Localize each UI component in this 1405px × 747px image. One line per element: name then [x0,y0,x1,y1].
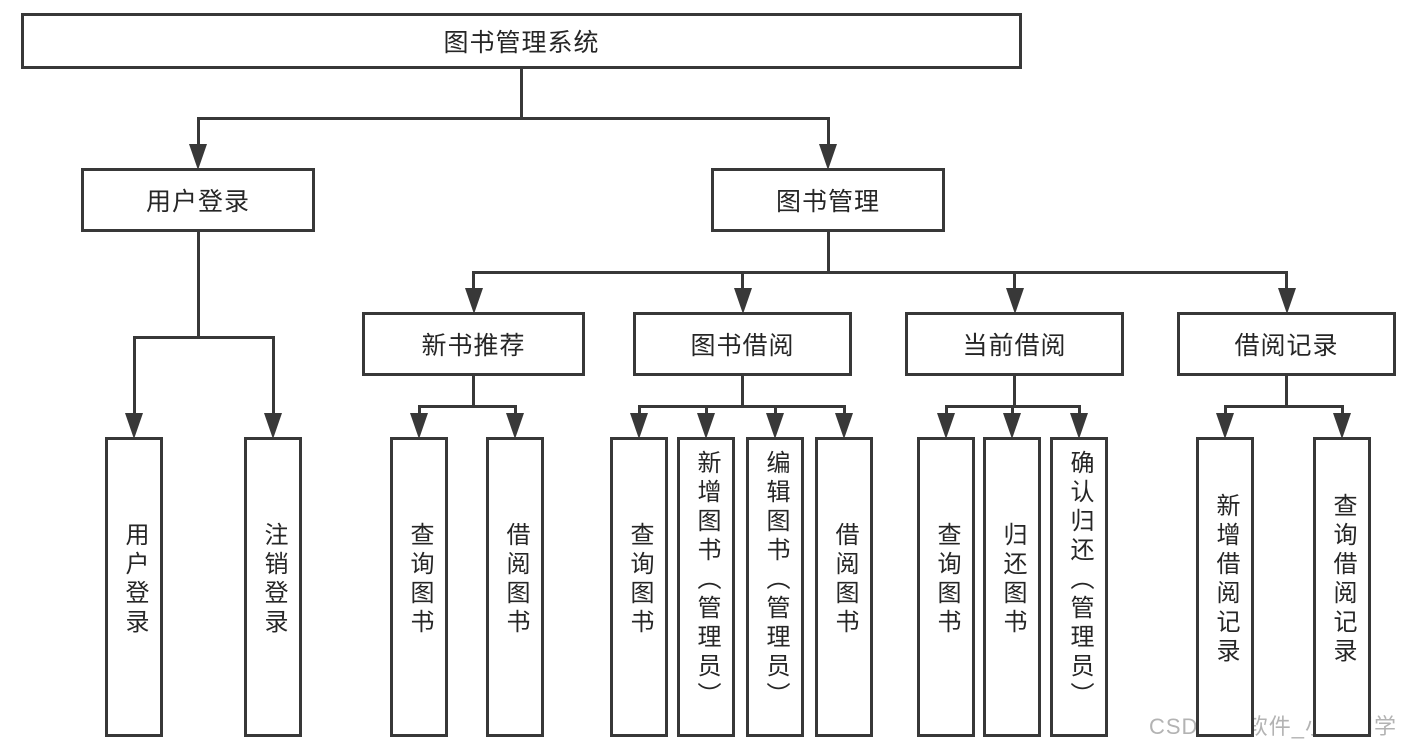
connector-line [132,336,136,417]
node-new-book-rec: 新书推荐 [362,312,585,376]
connector-line [826,231,830,273]
node-label: 图书管理系统 [443,29,600,57]
node-label: 用户登录 [145,188,250,216]
node-label: 借阅图书 [831,522,858,638]
connector-line [1223,404,1344,408]
connector-line [637,405,641,417]
node-label: 借阅记录 [1234,332,1339,360]
connector-arrowhead [766,413,784,439]
connector-line [1013,375,1016,407]
connector-line [271,336,275,417]
node-bb-edit: 编辑图书（管理员） [746,437,804,737]
node-ul-logout: 注销登录 [244,437,302,737]
connector-arrowhead [125,413,143,439]
node-cb-confirm: 确认归还（管理员） [1050,437,1108,737]
node-label: 查询图书 [626,522,653,638]
connector-line [513,405,517,417]
connector-line [1223,405,1227,417]
node-book-borrow: 图书借阅 [633,312,852,376]
connector-line [417,404,517,408]
node-label: 查询图书 [933,522,960,638]
node-label: 借阅图书 [502,522,529,638]
connector-line [472,271,475,292]
connector-arrowhead [630,413,648,439]
connector-line [1340,405,1344,417]
connector-arrowhead [819,144,837,170]
connector-line [472,270,1288,274]
connector-arrowhead [1277,288,1296,314]
connector-line [826,117,830,148]
node-br-add: 新增借阅记录 [1196,437,1254,737]
connector-line [132,335,275,339]
node-label: 新增借阅记录 [1212,493,1239,667]
connector-line [472,375,475,407]
connector-line [1077,405,1081,417]
node-nb-borrow: 借阅图书 [486,437,544,737]
connector-arrowhead [1070,413,1088,439]
connector-arrowhead [189,144,207,170]
connector-arrowhead [1216,413,1234,439]
node-label: 当前借阅 [962,332,1067,360]
node-label: 确认归还（管理员） [1066,449,1093,711]
node-bb-add: 新增图书（管理员） [677,437,735,737]
node-nb-query: 查询图书 [390,437,448,737]
connector-line [196,117,200,148]
node-label: 用户登录 [121,522,148,638]
connector-line [741,375,744,407]
connector-line [196,116,830,120]
connector-line [1013,271,1016,292]
node-ul-login: 用户登录 [105,437,163,737]
connector-arrowhead [410,413,428,439]
node-bb-query: 查询图书 [610,437,668,737]
node-br-query: 查询借阅记录 [1313,437,1371,737]
connector-arrowhead [264,413,282,439]
connector-arrowhead [506,413,524,439]
node-label: 注销登录 [260,522,287,638]
connector-line [520,68,523,119]
connector-arrowhead [835,413,853,439]
connector-line [842,405,846,417]
node-user-login: 用户登录 [81,168,315,232]
connector-line [1285,271,1288,292]
connector-arrowhead [1003,413,1021,439]
node-borrow-records: 借阅记录 [1177,312,1396,376]
connector-arrowhead [937,413,955,439]
node-cb-query: 查询图书 [917,437,975,737]
connector-arrowhead [1333,413,1351,439]
node-label: 查询借阅记录 [1329,493,1356,667]
connector-line [417,405,421,417]
node-label: 编辑图书（管理员） [762,449,789,711]
node-label: 查询图书 [406,522,433,638]
node-current-borrow: 当前借阅 [905,312,1124,376]
node-label: 新增图书（管理员） [693,449,720,711]
connector-arrowhead [733,288,752,314]
node-book-mgmt: 图书管理 [711,168,945,232]
connector-arrowhead [464,288,483,314]
connector-line [944,405,948,417]
node-root: 图书管理系统 [21,13,1022,69]
node-label: 归还图书 [999,522,1026,638]
node-label: 图书借阅 [690,332,795,360]
node-cb-return: 归还图书 [983,437,1041,737]
connector-line [1010,405,1014,417]
connector-arrowhead [697,413,715,439]
connector-line [637,404,846,408]
connector-line [704,405,708,417]
connector-arrowhead [1005,288,1024,314]
connector-line [741,271,744,292]
connector-line [1285,375,1288,407]
connector-line [196,231,200,338]
node-label: 图书管理 [775,188,880,216]
node-label: 新书推荐 [421,332,526,360]
node-bb-borrow: 借阅图书 [815,437,873,737]
connector-line [773,405,777,417]
